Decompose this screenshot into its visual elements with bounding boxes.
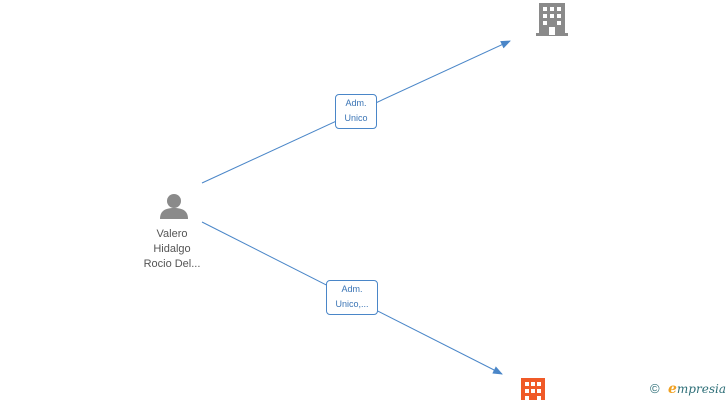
building-icon-highlighted[interactable] [521, 378, 545, 400]
edge-label-1-line-2: Unico [344, 113, 368, 123]
person-icon[interactable] [160, 194, 188, 219]
person-name-line-1: Valero [156, 228, 188, 240]
brand-logo[interactable]: empresia [668, 380, 726, 398]
edge-label-1[interactable]: Adm. Unico [335, 94, 377, 129]
person-name-line-2: Hidalgo [153, 243, 191, 255]
edge-label-2-line-2: Unico,... [335, 299, 369, 309]
brand-logo-e: e [668, 381, 677, 397]
building-icon[interactable] [536, 3, 568, 36]
brand-logo-text: mpresia [676, 382, 726, 396]
edge-label-1-line-1: Adm. [345, 98, 367, 108]
person-name-line-3: Rocio Del... [143, 258, 201, 270]
person-name-label[interactable]: Valero Hidalgo Rocio Del... [122, 227, 222, 272]
edge-label-2[interactable]: Adm. Unico,... [326, 280, 378, 315]
copyright-symbol: © [650, 381, 660, 396]
edge-label-2-line-1: Adm. [341, 284, 363, 294]
